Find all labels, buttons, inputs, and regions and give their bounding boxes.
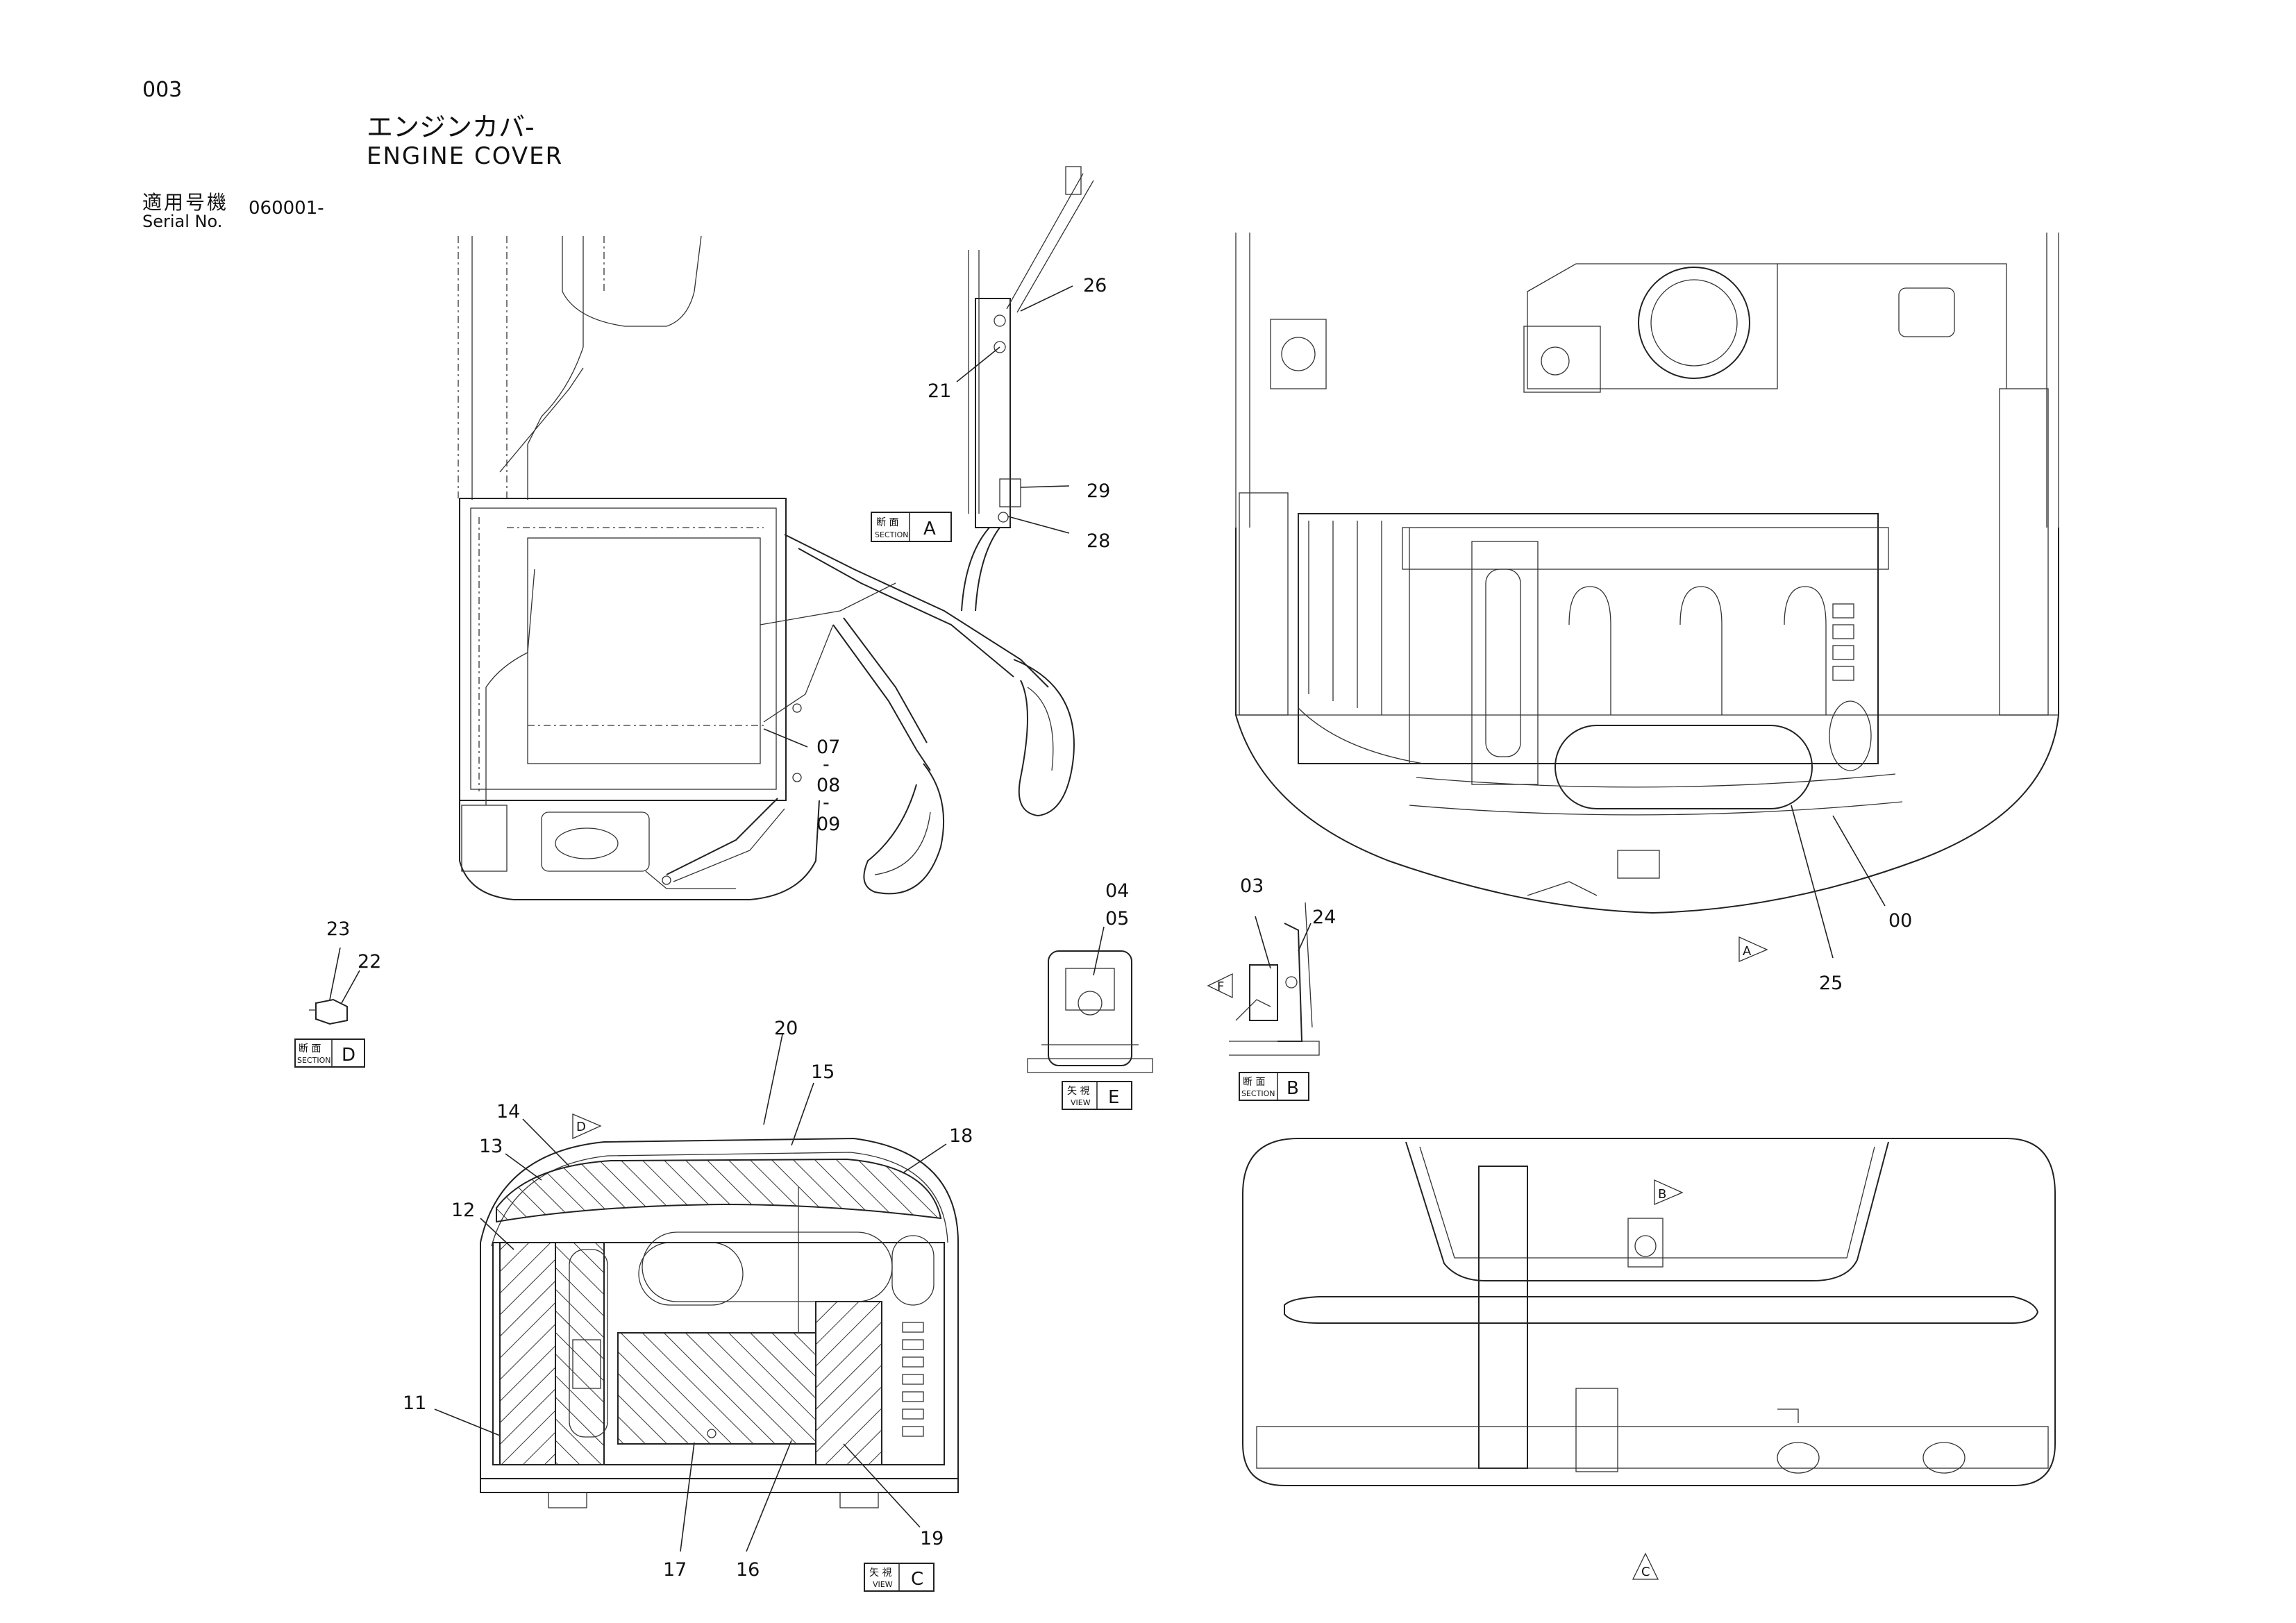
callout-sep-2: - bbox=[823, 792, 830, 814]
page-code: 003 bbox=[142, 78, 183, 102]
callout-05: 05 bbox=[1105, 908, 1129, 930]
marker-c: C bbox=[1632, 1552, 1659, 1580]
callout-11: 11 bbox=[403, 1393, 426, 1414]
marker-d-letter: D bbox=[576, 1120, 586, 1134]
view-c-drawing bbox=[480, 1137, 959, 1508]
callout-20: 20 bbox=[774, 1018, 798, 1039]
marker-a-letter: A bbox=[1743, 944, 1752, 959]
section-a-tag: 断 面 SECTION A bbox=[871, 512, 952, 542]
marker-b: B bbox=[1654, 1179, 1684, 1205]
callout-07: 07 bbox=[816, 737, 840, 758]
view-e-tag: 矢 視 VIEW E bbox=[1062, 1081, 1132, 1110]
marker-d: D bbox=[572, 1113, 602, 1140]
callout-15: 15 bbox=[811, 1061, 835, 1083]
view-markers: A F D B C bbox=[572, 936, 1768, 1580]
marker-c-letter: C bbox=[1641, 1565, 1650, 1579]
callout-12: 12 bbox=[451, 1200, 475, 1221]
callout-03: 03 bbox=[1240, 875, 1264, 897]
view-c-tag-jp: 矢 視 bbox=[869, 1567, 891, 1579]
section-a-detail bbox=[961, 166, 1094, 612]
view-c-tag-letter: C bbox=[911, 1569, 923, 1590]
section-a-tag-en: SECTION bbox=[875, 530, 908, 539]
callout-18: 18 bbox=[949, 1125, 973, 1147]
view-e-detail bbox=[1027, 950, 1153, 1073]
marker-a: A bbox=[1738, 936, 1768, 962]
callout-22: 22 bbox=[358, 951, 381, 973]
view-e-tag-jp: 矢 視 bbox=[1067, 1086, 1089, 1097]
serial-label-japanese: 適用号機 bbox=[142, 191, 229, 214]
title-english: ENGINE COVER bbox=[367, 142, 564, 170]
callout-29: 29 bbox=[1087, 480, 1110, 502]
marker-f: F bbox=[1207, 973, 1233, 999]
section-b-tag-en: SECTION bbox=[1241, 1089, 1275, 1098]
bottom-view bbox=[1242, 1138, 2056, 1486]
view-c-tag: 矢 視 VIEW C bbox=[864, 1563, 935, 1592]
section-d-tag-en: SECTION bbox=[297, 1056, 330, 1065]
callout-26: 26 bbox=[1083, 275, 1107, 296]
section-d-tag: 断 面 SECTION D bbox=[294, 1038, 365, 1068]
callout-23: 23 bbox=[326, 918, 350, 940]
view-e-tag-en: VIEW bbox=[1071, 1098, 1091, 1107]
view-e-tag-letter: E bbox=[1108, 1087, 1119, 1108]
callout-25: 25 bbox=[1819, 973, 1843, 994]
callout-13: 13 bbox=[479, 1136, 503, 1157]
marker-b-letter: B bbox=[1658, 1187, 1666, 1202]
section-d-detail bbox=[309, 998, 348, 1025]
marker-f-letter: F bbox=[1217, 979, 1224, 994]
leader-lines bbox=[329, 285, 1886, 1552]
section-d-tag-jp: 断 面 bbox=[299, 1043, 321, 1054]
callout-17: 17 bbox=[663, 1559, 687, 1581]
section-a-tag-letter: A bbox=[923, 519, 936, 539]
callout-16: 16 bbox=[736, 1559, 760, 1581]
callouts: 26 21 29 28 07 - 08 - 09 04 05 03 24 00 … bbox=[326, 275, 1912, 1581]
serial-number-value: 060001- bbox=[249, 198, 324, 219]
callout-00: 00 bbox=[1888, 910, 1912, 932]
callout-08: 08 bbox=[816, 775, 840, 796]
callout-14: 14 bbox=[496, 1101, 520, 1122]
section-a-tag-jp: 断 面 bbox=[876, 517, 898, 528]
side-view bbox=[458, 235, 1075, 900]
callout-19: 19 bbox=[920, 1528, 944, 1549]
section-b-tag-jp: 断 面 bbox=[1243, 1077, 1265, 1088]
serial-label-english: Serial No. bbox=[142, 212, 223, 231]
callout-21: 21 bbox=[928, 380, 951, 402]
callout-04: 04 bbox=[1105, 880, 1129, 902]
title-japanese: エンジンカバ- bbox=[367, 112, 535, 142]
callout-sep-1: - bbox=[823, 754, 830, 775]
callout-28: 28 bbox=[1087, 530, 1110, 552]
section-b-tag-letter: B bbox=[1287, 1078, 1299, 1099]
top-view bbox=[1235, 233, 2059, 914]
section-b-detail bbox=[1229, 902, 1320, 1056]
section-b-tag: 断 面 SECTION B bbox=[1239, 1072, 1309, 1101]
section-d-tag-letter: D bbox=[342, 1045, 355, 1066]
view-c-tag-en: VIEW bbox=[873, 1580, 893, 1589]
callout-09: 09 bbox=[816, 814, 840, 835]
callout-24: 24 bbox=[1312, 907, 1336, 928]
